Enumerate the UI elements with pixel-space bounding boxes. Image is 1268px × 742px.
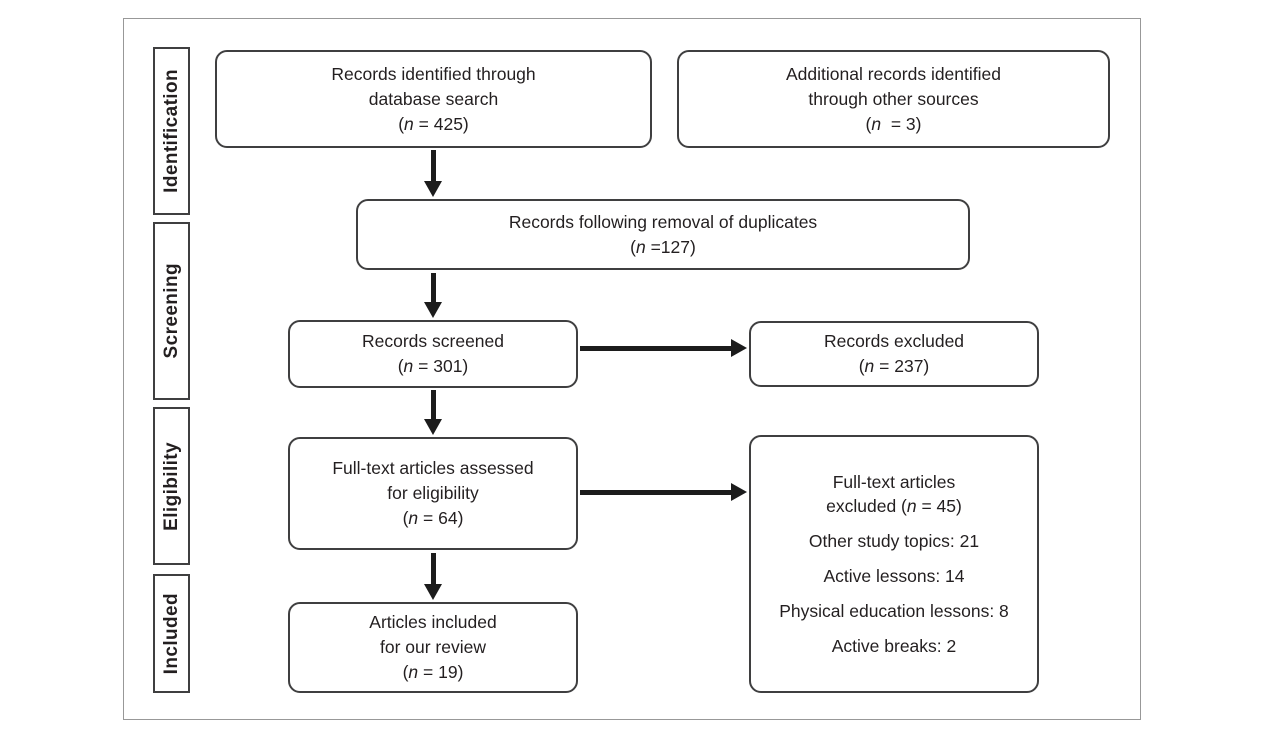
arrow-down-icon xyxy=(424,273,442,318)
box-fulltext-excluded: Full-text articles excluded (n = 45) Oth… xyxy=(749,435,1039,693)
stage-label-text: Included xyxy=(160,592,182,675)
box-line: Records screened xyxy=(361,331,505,351)
exclusion-reason: Physical education lessons: 8 xyxy=(779,601,1009,621)
box-line: Records following removal of duplicates xyxy=(508,211,818,232)
exclusion-reason: Active breaks: 2 xyxy=(831,636,957,656)
stage-label-screening: Screening xyxy=(153,222,190,400)
box-line: Records identified through xyxy=(331,63,536,84)
box-records-screened: Records screened (n = 301) xyxy=(288,320,578,388)
box-count: (n = 64) xyxy=(402,508,464,528)
box-count: (n = 237) xyxy=(858,356,930,376)
box-line: for our review xyxy=(379,637,486,657)
box-line: Articles included xyxy=(369,612,497,632)
box-line: Full-text articles xyxy=(832,472,956,492)
box-line: Full-text articles assessed xyxy=(332,458,534,478)
box-count: (n = 301) xyxy=(397,356,469,376)
stage-label-eligibility: Eligibility xyxy=(153,407,190,565)
box-count: (n = 425) xyxy=(398,113,469,134)
box-records-after-duplicates-removed: Records following removal of duplicates … xyxy=(356,199,970,270)
box-count: excluded (n = 45) xyxy=(826,496,962,516)
box-line: through other sources xyxy=(808,88,979,109)
box-line: for eligibility xyxy=(387,483,479,503)
stage-label-text: Identification xyxy=(160,69,182,193)
box-records-excluded: Records excluded (n = 237) xyxy=(749,321,1039,387)
box-count: (n =127) xyxy=(630,236,696,257)
exclusion-reason: Other study topics: 21 xyxy=(808,531,980,551)
arrow-down-icon xyxy=(424,150,442,197)
box-count: (n = 3) xyxy=(865,113,922,134)
arrow-right-icon xyxy=(580,339,747,357)
arrow-down-icon xyxy=(424,553,442,600)
arrow-right-icon xyxy=(580,483,747,501)
stage-label-included: Included xyxy=(153,574,190,693)
stage-label-identification: Identification xyxy=(153,47,190,215)
stage-label-text: Screening xyxy=(160,263,182,359)
box-articles-included: Articles included for our review (n = 19… xyxy=(288,602,578,693)
box-line: Records excluded xyxy=(823,331,965,351)
box-count: (n = 19) xyxy=(402,662,464,682)
box-fulltext-assessed: Full-text articles assessed for eligibil… xyxy=(288,437,578,550)
stage-label-text: Eligibility xyxy=(160,441,182,531)
box-records-identified: Records identified through database sear… xyxy=(215,50,652,148)
box-line: database search xyxy=(368,88,499,109)
arrow-down-icon xyxy=(424,390,442,435)
box-additional-records: Additional records identified through ot… xyxy=(677,50,1110,148)
exclusion-reason: Active lessons: 14 xyxy=(823,566,965,586)
box-line: Additional records identified xyxy=(786,63,1001,84)
